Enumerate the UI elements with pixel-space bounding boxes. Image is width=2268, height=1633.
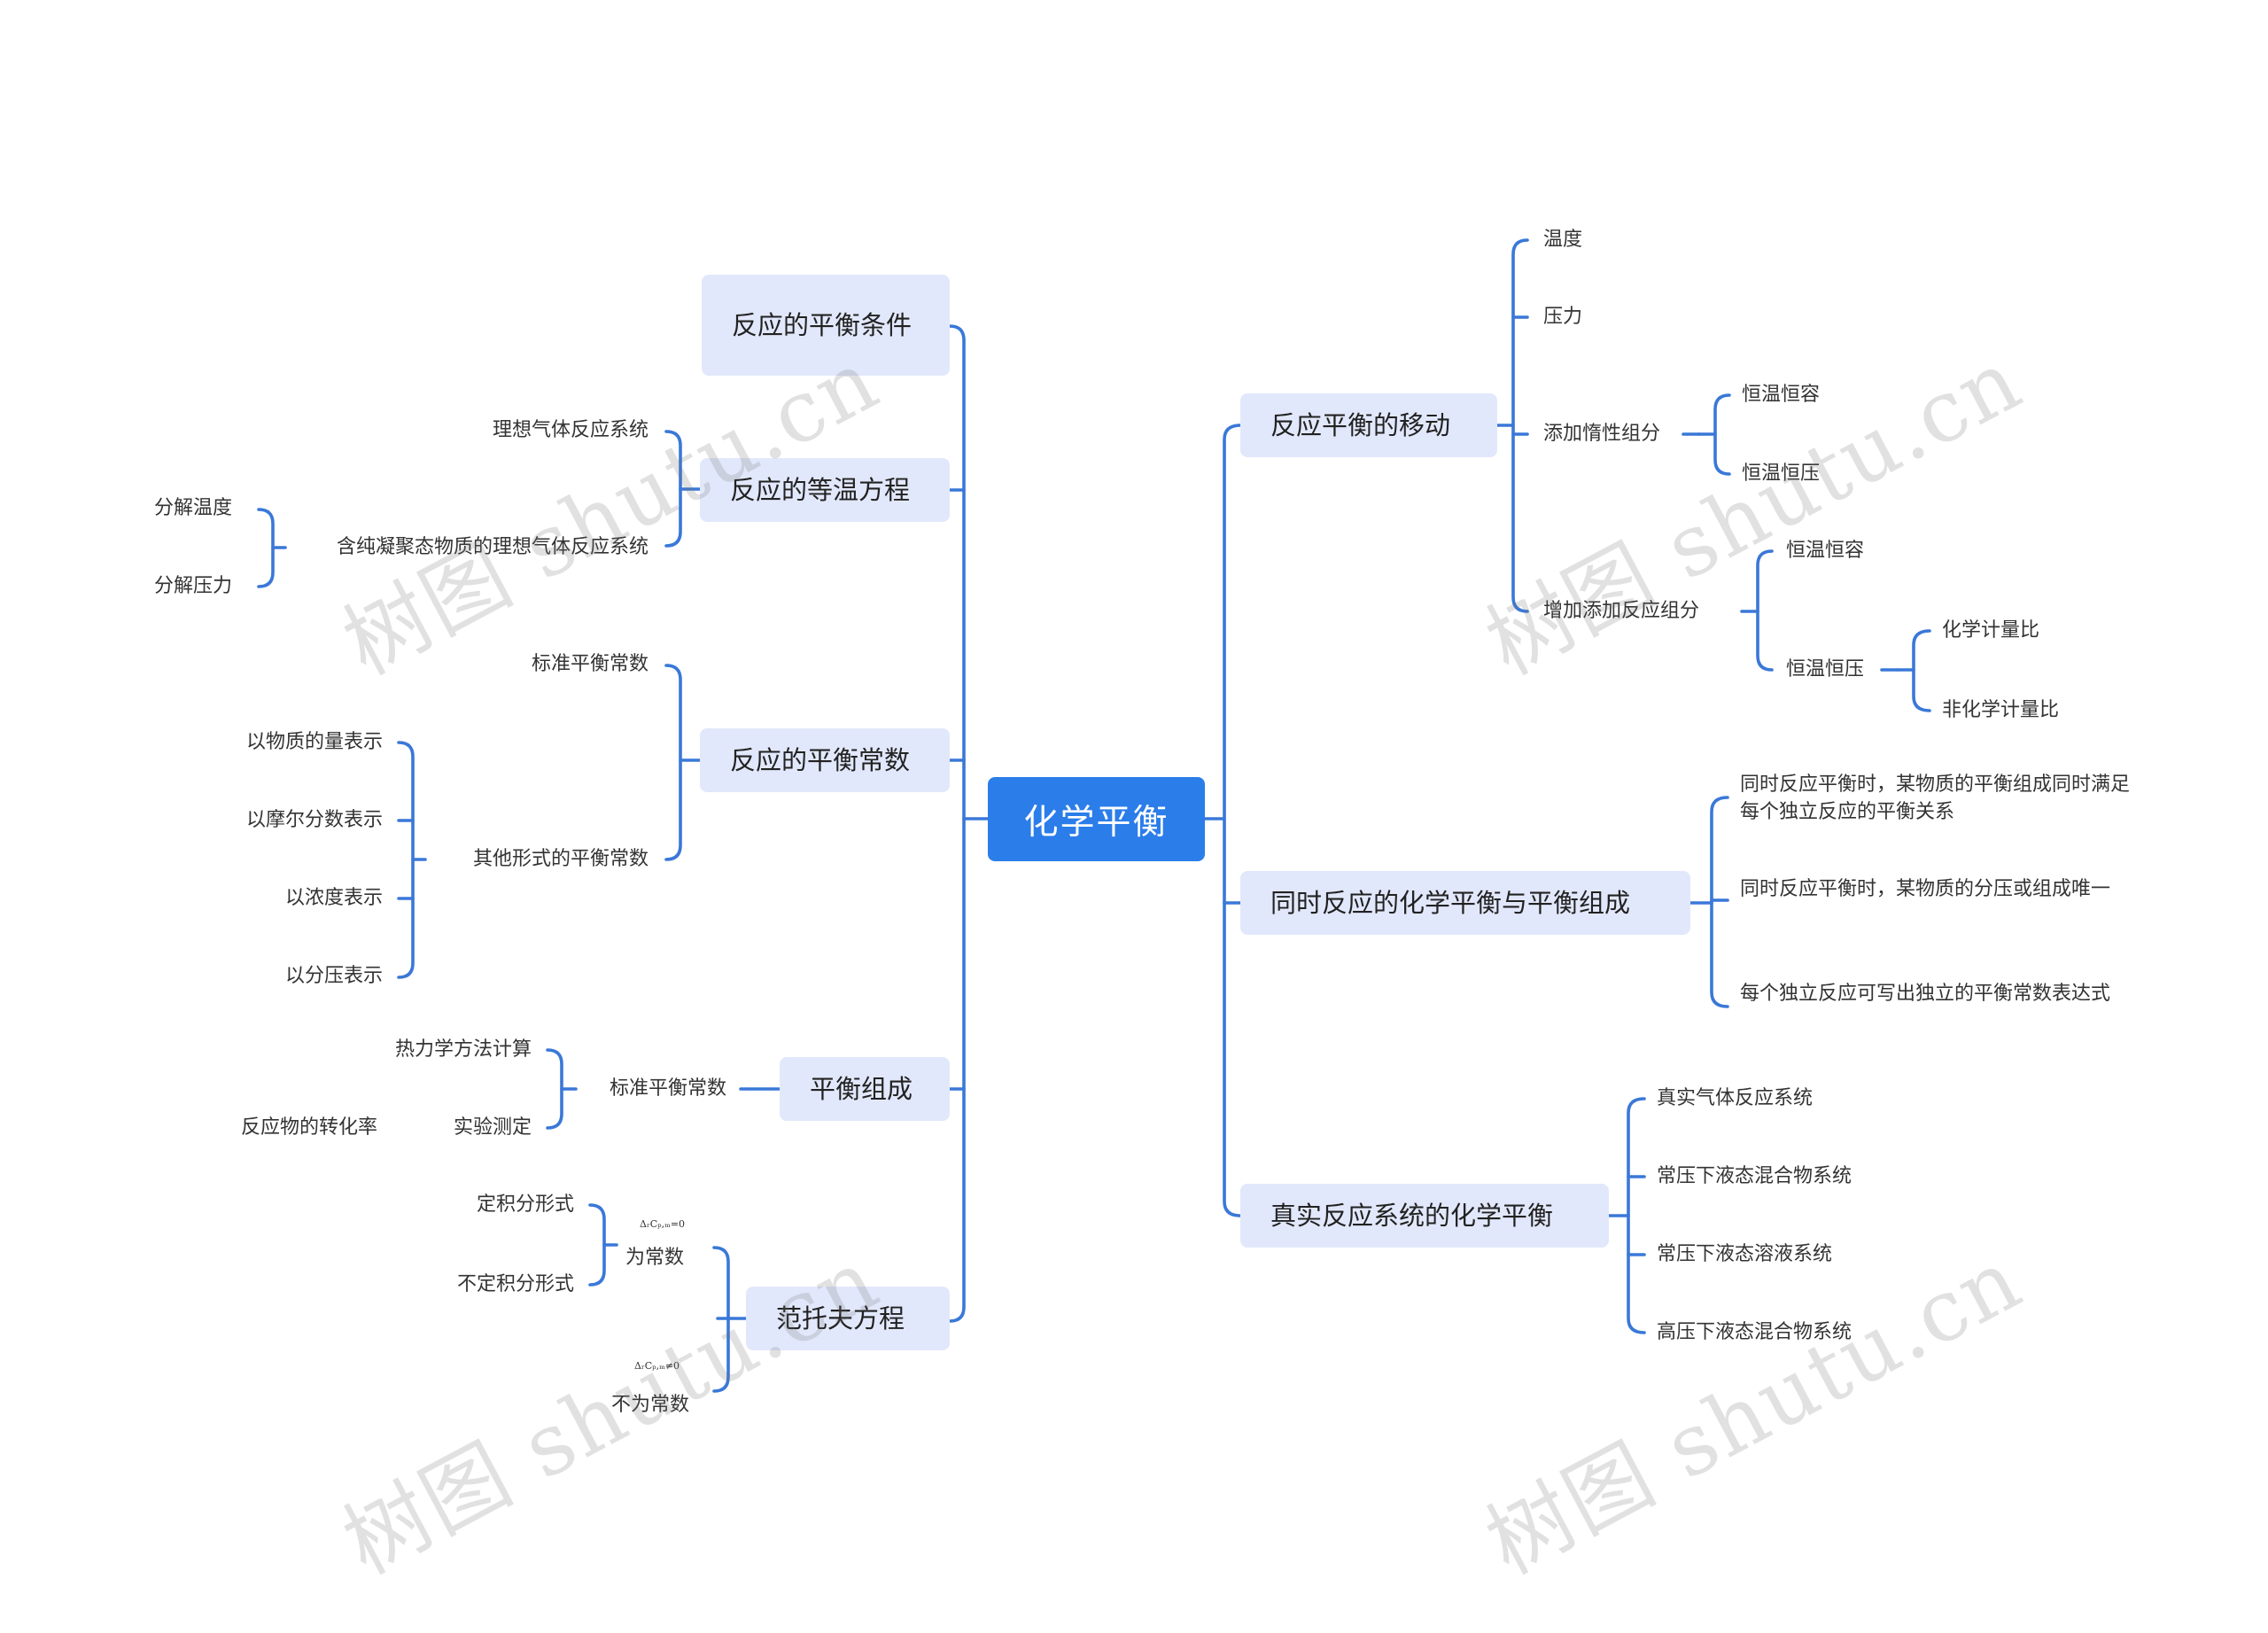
leaf-simultaneous-2[interactable]: 同时反应平衡时，某物质的分压或组成唯一 — [1740, 878, 2111, 900]
leaf-constant[interactable]: 为常数 — [625, 1247, 685, 1269]
leaf-ideal-gas-system[interactable]: 理想气体反应系统 — [492, 419, 649, 441]
formula-delta-cp-nonzero: ΔᵣCₚ,ₘ≠0 — [634, 1360, 680, 1372]
branch-equilibrium-shift[interactable]: 反应平衡的移动 — [1240, 393, 1497, 457]
leaf-by-mole-fraction[interactable]: 以摩尔分数表示 — [245, 809, 383, 831]
branch-isothermal-equation[interactable]: 反应的等温方程 — [700, 458, 950, 522]
leaf-liquid-mixture-high[interactable]: 高压下液态混合物系统 — [1657, 1321, 1852, 1343]
leaf-pressure[interactable]: 压力 — [1543, 306, 1583, 328]
leaf-thermodynamic-calc[interactable]: 热力学方法计算 — [394, 1038, 532, 1061]
leaf-by-amount[interactable]: 以物质的量表示 — [245, 731, 383, 753]
leaf-real-gas[interactable]: 真实气体反应系统 — [1657, 1087, 1814, 1109]
leaf-decomposition-temperature[interactable]: 分解温度 — [153, 497, 232, 519]
leaf-simultaneous-1[interactable]: 同时反应平衡时，某物质的平衡组成同时满足每个独立反应的平衡关系 — [1740, 774, 2131, 823]
formula-delta-cp-zero: ΔᵣCₚ,ₘ=0 — [640, 1218, 686, 1230]
leaf-condensed-ideal-gas-system[interactable]: 含纯凝聚态物质的理想气体反应系统 — [336, 536, 649, 558]
leaf-experimental[interactable]: 实验测定 — [453, 1116, 532, 1139]
leaf-definite-integral[interactable]: 定积分形式 — [476, 1194, 574, 1216]
leaf-standard-constant-2[interactable]: 标准平衡常数 — [609, 1077, 726, 1100]
leaf-inert-const-press[interactable]: 恒温恒压 — [1742, 463, 1821, 485]
branch-simultaneous-reactions[interactable]: 同时反应的化学平衡与平衡组成 — [1240, 871, 1690, 935]
leaf-other-constants[interactable]: 其他形式的平衡常数 — [472, 848, 649, 870]
leaf-add-inert[interactable]: 添加惰性组分 — [1543, 423, 1661, 445]
leaf-standard-constant[interactable]: 标准平衡常数 — [531, 653, 649, 675]
root-node[interactable]: 化学平衡 — [988, 777, 1205, 861]
branch-equilibrium-condition[interactable]: 反应的平衡条件 — [702, 275, 950, 376]
leaf-non-stoichiometric[interactable]: 非化学计量比 — [1942, 699, 2060, 721]
leaf-decomposition-pressure[interactable]: 分解压力 — [153, 575, 232, 597]
leaf-temperature[interactable]: 温度 — [1543, 229, 1583, 251]
leaf-reactant-const-press[interactable]: 恒温恒压 — [1786, 658, 1865, 680]
leaf-conversion-rate[interactable]: 反应物的转化率 — [241, 1116, 378, 1139]
branch-vant-hoff-equation[interactable]: 范托夫方程 — [746, 1287, 950, 1350]
branch-real-systems[interactable]: 真实反应系统的化学平衡 — [1240, 1184, 1609, 1248]
leaf-reactant-const-vol[interactable]: 恒温恒容 — [1786, 540, 1865, 562]
leaf-simultaneous-3[interactable]: 每个独立反应可写出独立的平衡常数表达式 — [1740, 983, 2111, 1005]
leaf-inert-const-vol[interactable]: 恒温恒容 — [1742, 384, 1821, 406]
leaf-liquid-solution-normal[interactable]: 常压下液态溶液系统 — [1657, 1243, 1833, 1265]
leaf-add-reactant[interactable]: 增加添加反应组分 — [1543, 600, 1700, 622]
leaf-by-partial-pressure[interactable]: 以分压表示 — [284, 965, 383, 987]
leaf-by-concentration[interactable]: 以浓度表示 — [284, 887, 383, 909]
branch-equilibrium-constant[interactable]: 反应的平衡常数 — [700, 728, 950, 792]
leaf-stoichiometric[interactable]: 化学计量比 — [1942, 619, 2040, 642]
leaf-indefinite-integral[interactable]: 不定积分形式 — [456, 1273, 574, 1295]
branch-equilibrium-composition[interactable]: 平衡组成 — [780, 1057, 950, 1121]
leaf-liquid-mixture-normal[interactable]: 常压下液态混合物系统 — [1657, 1165, 1852, 1187]
leaf-not-constant[interactable]: 不为常数 — [611, 1394, 690, 1416]
